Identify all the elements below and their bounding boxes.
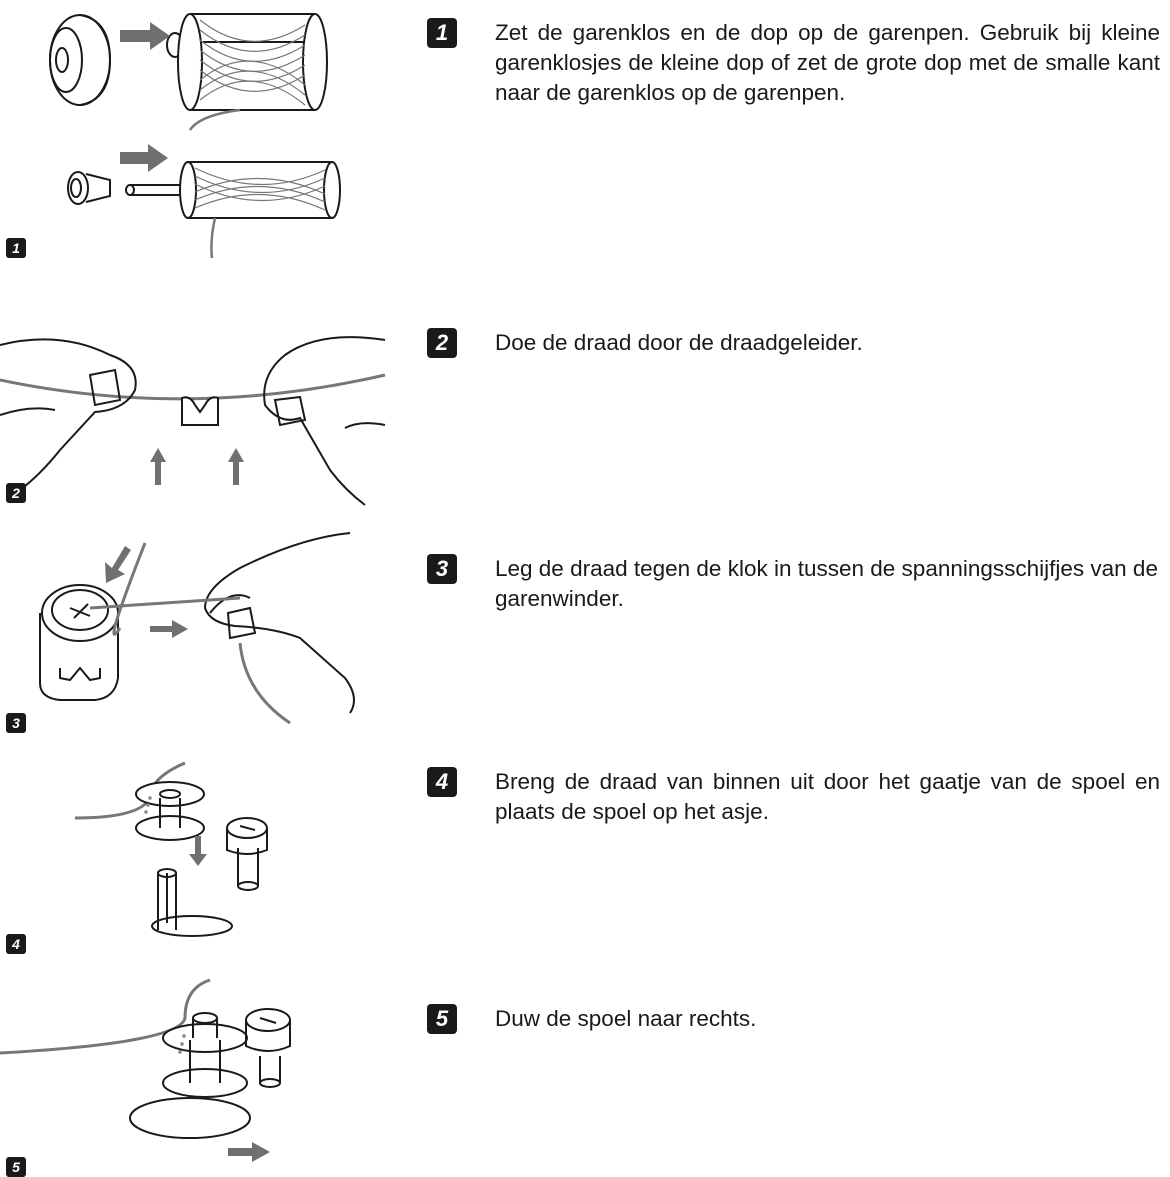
figure-label: 2 [6,483,26,503]
step-instruction: Zet de garenklos en de dop op de garenpe… [495,20,1160,105]
step-instruction: Doe de draad door de draadgeleider. [495,330,863,355]
figure-label: 4 [6,934,26,954]
tension-disc-illustration [0,528,400,738]
bobbin-shaft-illustration [0,758,400,958]
step-5: 5 5 Duw de spoel naar rechts. [0,968,1170,1177]
figure-label: 3 [6,713,26,733]
step-4: 4 4 Breng de draad van binnen uit door h… [0,758,1170,958]
step-instruction: Leg de draad tegen de klok in tussen de … [495,556,1158,611]
step-instruction: Duw de spoel naar rechts. [495,1006,757,1031]
spool-cap-illustration [0,0,400,280]
step-2: 2 2 Doe de draad door de draadgeleider. [0,300,1170,510]
step-number-badge: 4 [427,767,457,797]
step-1: 1 1 Zet de garenklos en de dop op de gar… [0,0,1170,280]
step-instruction: Breng de draad van binnen uit door het g… [495,769,1160,824]
bobbin-push-illustration [0,968,400,1177]
step-number-badge: 2 [427,328,457,358]
figure-label: 1 [6,238,26,258]
figure-label: 5 [6,1157,26,1177]
step-number-badge: 1 [427,18,457,48]
step-3: 3 3 Leg de draad tegen de klok in tussen… [0,528,1170,738]
thread-guide-illustration [0,300,400,510]
step-number-badge: 3 [427,554,457,584]
step-number-badge: 5 [427,1004,457,1034]
